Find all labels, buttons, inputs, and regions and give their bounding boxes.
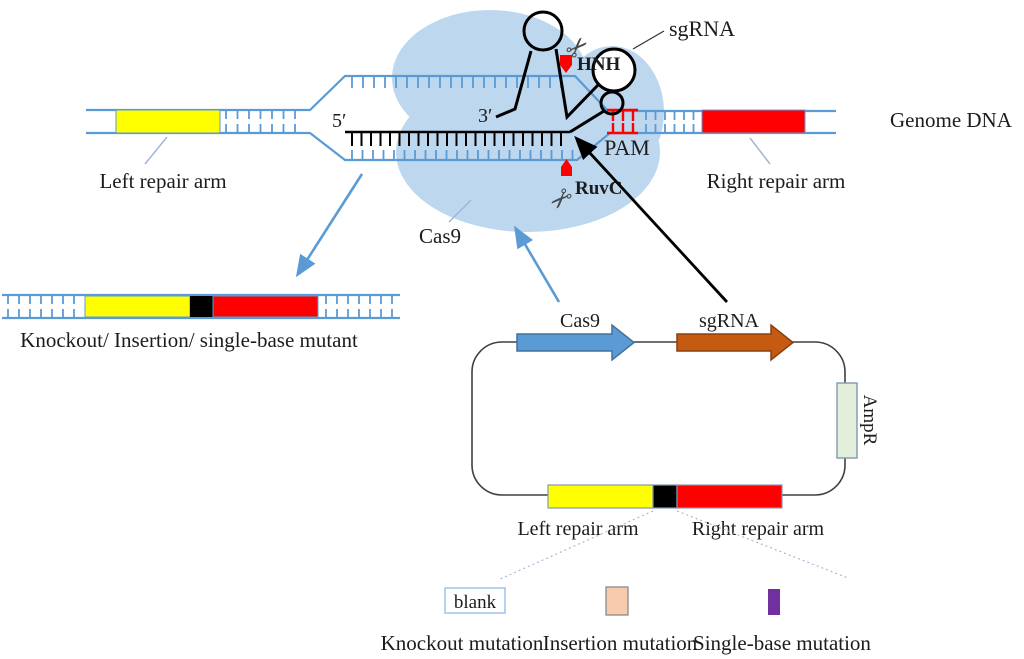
sgrna-molecule bbox=[345, 10, 637, 146]
sgrna-label: sgRNA bbox=[669, 16, 735, 41]
single-base-legend-label: Single-base mutation bbox=[693, 631, 871, 655]
ampr-gene-box bbox=[836, 382, 858, 459]
hnh-label: HNH bbox=[577, 54, 621, 75]
plasmid-left-arm-box bbox=[547, 484, 654, 509]
single-base-swatch bbox=[768, 589, 780, 615]
mutant-construct: Knockout/ Insertion/ single-base mutant bbox=[2, 293, 400, 352]
mutant-rungs bbox=[325, 309, 393, 317]
genome-bottom-strand bbox=[86, 131, 836, 162]
five-prime-label: 5′ bbox=[332, 110, 346, 132]
displaced-strand-ticks bbox=[351, 77, 562, 88]
hnh-cut-site-marker bbox=[560, 55, 572, 73]
mutant-insert-box bbox=[190, 296, 213, 317]
target-strand-ticks bbox=[351, 150, 574, 159]
plasmid-right-arm-box bbox=[676, 484, 783, 509]
ampr-label: AmpR bbox=[859, 395, 880, 446]
plasmid-backbone bbox=[471, 341, 846, 496]
mutant-rungs bbox=[7, 309, 75, 317]
pam-site bbox=[607, 108, 638, 135]
sgrna-gene-arrow bbox=[676, 323, 795, 362]
left-helix-rungs-bottom bbox=[225, 124, 296, 132]
plasmid-cas9-label: Cas9 bbox=[560, 310, 600, 332]
left-helix-rungs-top bbox=[225, 111, 296, 119]
scaffold-stem-left bbox=[495, 50, 533, 119]
edit-outcome-arrow bbox=[295, 173, 364, 278]
scaffold-hairpin-loop-1 bbox=[522, 10, 564, 52]
right-repair-arm-box bbox=[701, 109, 806, 134]
mutant-left-arm-box bbox=[84, 295, 191, 318]
right-helix-rungs-top bbox=[645, 111, 695, 120]
knockout-legend-label: Knockout mutation bbox=[381, 631, 544, 655]
mutant-strands bbox=[2, 293, 400, 320]
insertion-swatch bbox=[605, 586, 629, 616]
mutant-caption: Knockout/ Insertion/ single-base mutant bbox=[20, 328, 358, 352]
insertion-legend-label: Insertion mutation bbox=[543, 631, 698, 655]
sgrna-targeting-arrow bbox=[574, 135, 729, 303]
plasmid-right-arm-label: Right repair arm bbox=[692, 518, 825, 540]
mutant-right-arm-box bbox=[212, 295, 319, 318]
right-helix-rungs-bottom bbox=[645, 124, 695, 132]
plasmid-insert-box bbox=[652, 484, 678, 509]
pam-label: PAM bbox=[604, 135, 650, 160]
ruvc-cut-site-marker bbox=[561, 159, 572, 176]
plasmid-sgrna-label: sgRNA bbox=[699, 310, 760, 332]
scaffold-hairpin-loop-3 bbox=[599, 90, 625, 116]
genome-dna bbox=[86, 74, 836, 162]
left-repair-arm-box bbox=[115, 109, 221, 134]
genome-dna-label: Genome DNA bbox=[890, 108, 1013, 132]
scaffold-stem-right bbox=[554, 48, 600, 121]
mutant-rungs bbox=[7, 296, 75, 304]
plasmid: Cas9 sgRNA AmpR Left repair arm Right re… bbox=[471, 310, 880, 540]
three-prime-label: 3′ bbox=[478, 105, 492, 127]
mutant-rungs bbox=[325, 296, 393, 304]
plasmid-left-arm-label: Left repair arm bbox=[517, 518, 638, 540]
blank-swatch-box bbox=[444, 587, 506, 614]
cas9-label: Cas9 bbox=[419, 224, 461, 248]
cas9-gene-arrow bbox=[516, 323, 636, 362]
guide-strand-ticks bbox=[351, 133, 562, 146]
left-repair-arm-label: Left repair arm bbox=[99, 169, 226, 193]
right-repair-arm-leader bbox=[749, 137, 771, 165]
cas9-leader bbox=[448, 199, 472, 223]
blank-swatch-label: blank bbox=[454, 592, 497, 613]
legend: blank Knockout mutation Insertion mutati… bbox=[381, 586, 871, 655]
ruvc-label: RuvC bbox=[575, 178, 623, 199]
cas9-expression-arrow bbox=[514, 225, 561, 303]
scaffold-to-guide-link bbox=[569, 109, 605, 134]
left-repair-arm-leader bbox=[144, 136, 168, 165]
insert-to-blank-dotted-line bbox=[497, 510, 654, 581]
right-repair-arm-label: Right repair arm bbox=[707, 169, 846, 193]
sgrna-leader-line bbox=[632, 30, 665, 50]
insert-to-singlebase-dotted-line bbox=[676, 510, 849, 579]
